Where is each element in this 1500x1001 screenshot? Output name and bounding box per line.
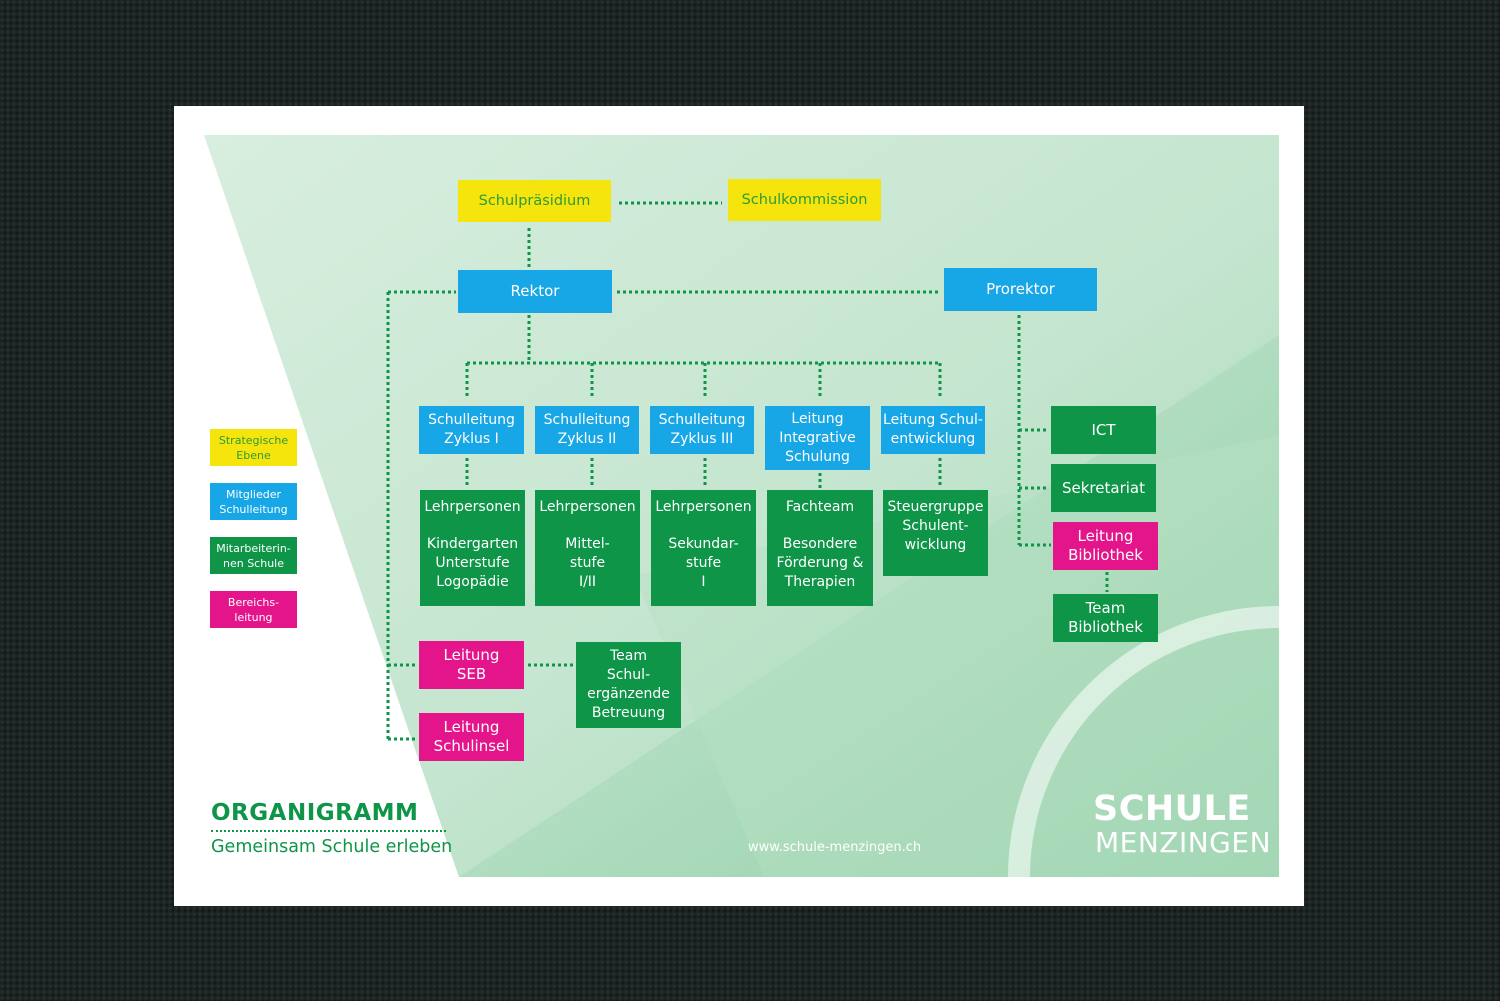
fachteam-sub: Besondere Förderung & Therapien xyxy=(776,536,864,590)
organigram-subtitle: Gemeinsam Schule erleben xyxy=(211,837,453,857)
legend-leadership: Mitglieder Schulleitung xyxy=(210,483,297,520)
box-leitung-integrative-schulung: Leitung Integrative Schulung xyxy=(765,406,870,470)
organigram-title: ORGANIGRAMM xyxy=(211,800,419,826)
box-prorektor: Prorektor xyxy=(944,268,1097,311)
box-fachteam: Fachteam Besondere Förderung & Therapien xyxy=(767,490,873,606)
lp2-title: Lehrpersonen xyxy=(539,499,636,515)
legend-staff: Mitarbeiterin- nen Schule xyxy=(210,537,297,574)
box-team-bibliothek: Team Bibliothek xyxy=(1053,594,1158,642)
title-divider xyxy=(211,830,446,832)
box-schulleitung-zyklus-2: Schulleitung Zyklus II xyxy=(535,406,639,454)
logo-menzingen: MENZINGEN xyxy=(1095,826,1272,859)
box-steuergruppe: Steuergruppe Schulent- wicklung xyxy=(883,490,988,576)
lp3-title: Lehrpersonen xyxy=(655,499,752,515)
box-leitung-schulinsel: Leitung Schulinsel xyxy=(419,713,524,761)
box-schulpraesidium: Schulpräsidium xyxy=(458,180,611,222)
box-schulleitung-zyklus-1: Schulleitung Zyklus I xyxy=(419,406,524,454)
box-lehrpersonen-kindergarten: Lehrpersonen Kindergarten Unterstufe Log… xyxy=(420,490,525,606)
box-rektor: Rektor xyxy=(458,270,612,313)
box-leitung-schulentwicklung: Leitung Schul- entwicklung xyxy=(881,406,985,454)
box-ict: ICT xyxy=(1051,406,1156,454)
box-team-seb: Team Schul- ergänzende Betreuung xyxy=(576,642,681,728)
website-url: www.schule-menzingen.ch xyxy=(748,840,922,855)
fachteam-title: Fachteam xyxy=(785,499,855,515)
lp2-sub: Mittel- stufe I/II xyxy=(565,536,610,590)
lp1-title: Lehrpersonen xyxy=(424,499,521,515)
box-sekretariat: Sekretariat xyxy=(1051,464,1156,512)
box-leitung-bibliothek: Leitung Bibliothek xyxy=(1053,522,1158,570)
lp3-sub: Sekundar- stufe I xyxy=(668,536,739,590)
legend-strategic: Strategische Ebene xyxy=(210,429,297,466)
box-lehrpersonen-sekundarstufe: Lehrpersonen Sekundar- stufe I xyxy=(651,490,756,606)
legend-division: Bereichs- leitung xyxy=(210,591,297,628)
box-lehrpersonen-mittelstufe: Lehrpersonen Mittel- stufe I/II xyxy=(535,490,640,606)
box-leitung-seb: Leitung SEB xyxy=(419,641,524,689)
lp1-sub: Kindergarten Unterstufe Logopädie xyxy=(426,536,519,590)
box-schulleitung-zyklus-3: Schulleitung Zyklus III xyxy=(650,406,754,454)
logo-schule: SCHULE xyxy=(1093,789,1251,829)
box-schulkommission: Schulkommission xyxy=(728,179,881,221)
